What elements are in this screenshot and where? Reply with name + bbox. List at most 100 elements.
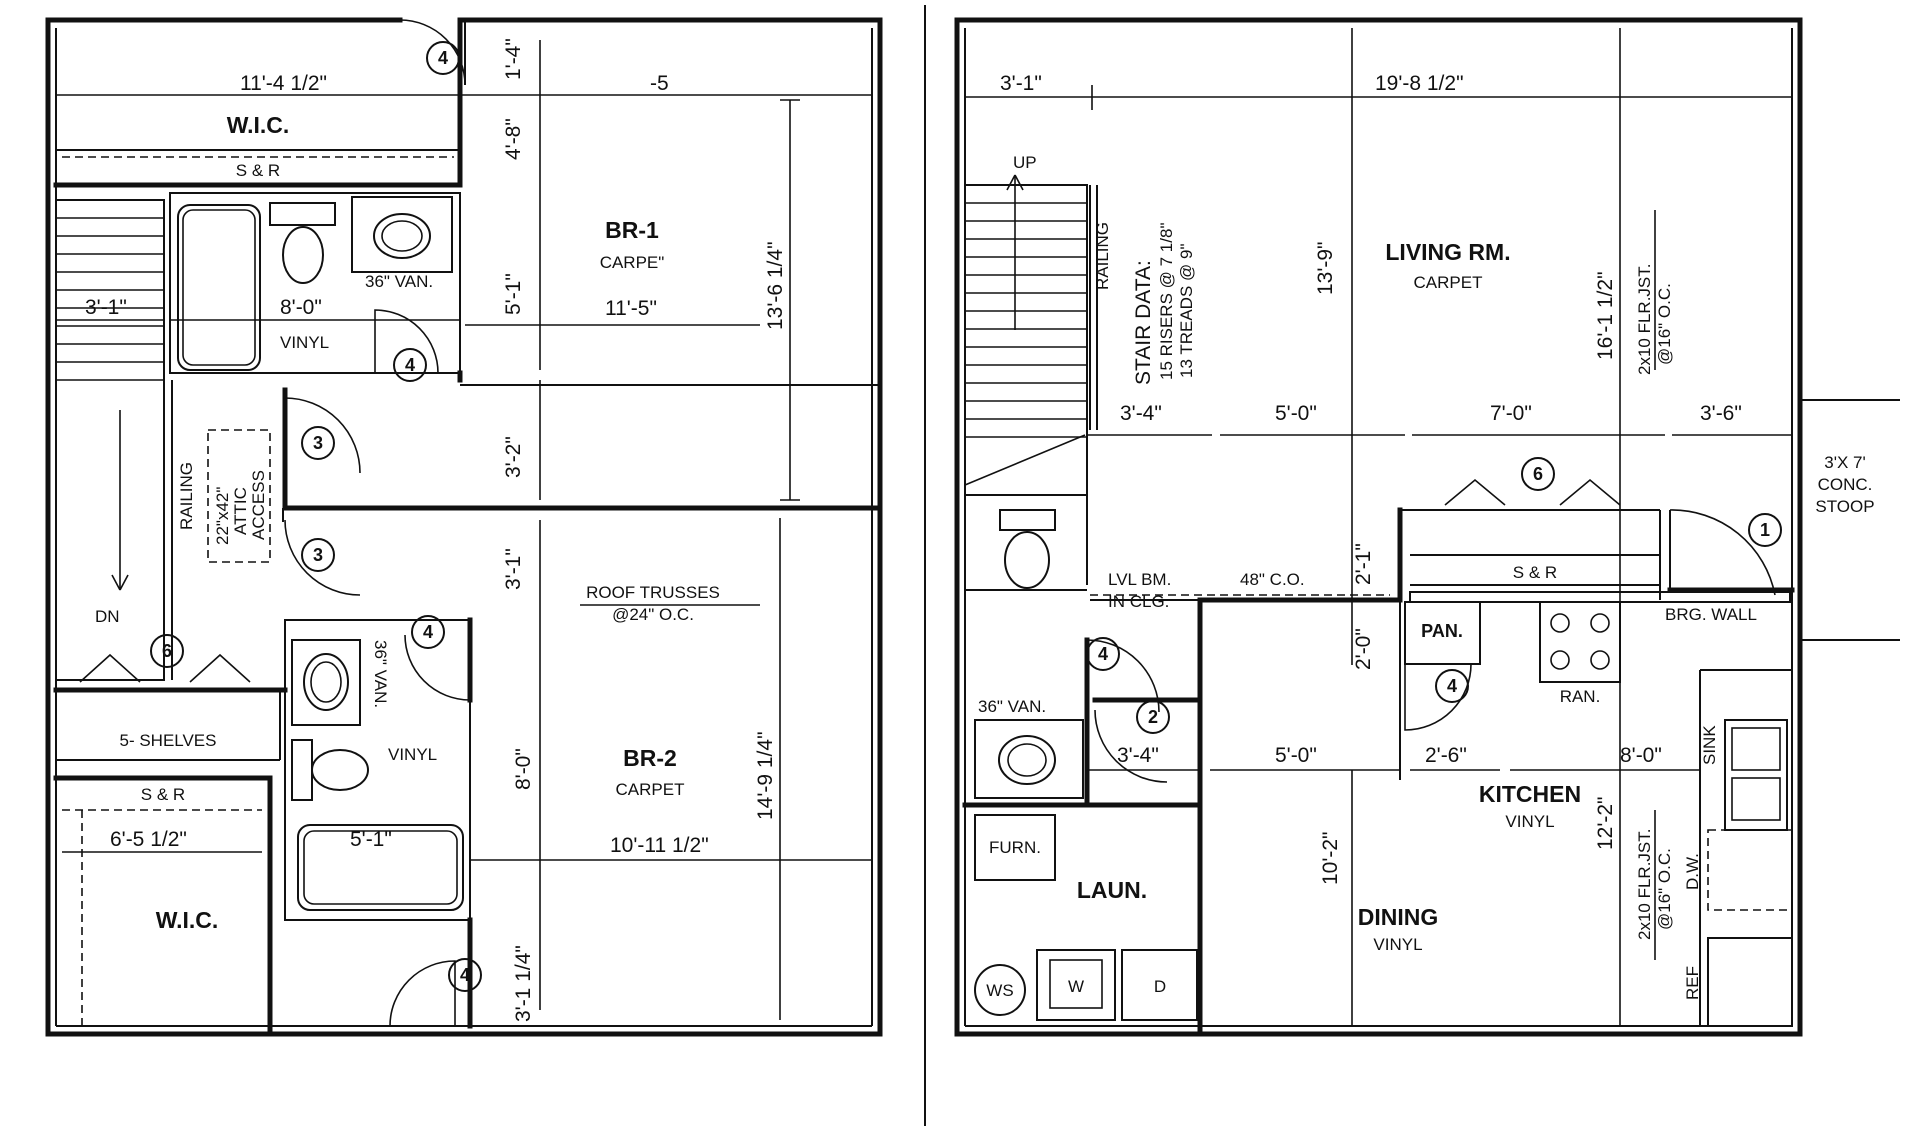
lower-dimension-lines — [965, 28, 1792, 1026]
dim-3-1: 3'-1" — [1000, 72, 1042, 95]
label-shelf-rod-top: S & R — [236, 161, 280, 180]
toilet-bowl-2 — [311, 749, 369, 791]
joist-spec-lower: 2x10 FLR.JST. — [1635, 829, 1654, 941]
dim-10-2: 10'-2" — [1319, 832, 1342, 886]
lower-laundry — [962, 597, 1203, 1037]
dryer — [1121, 949, 1198, 1021]
stoop-material: CONC. — [1818, 475, 1873, 494]
label-shelf-rod-bottom: S & R — [141, 785, 185, 804]
label-sink: SINK — [1700, 725, 1719, 765]
joist-spec-upper: 2x10 FLR.JST. — [1635, 264, 1654, 376]
br1-finish: CARPE" — [600, 253, 665, 272]
tag-4-lower-b: 4 — [1447, 676, 1457, 696]
dim-bath-8-0: 8'-0" — [280, 296, 322, 319]
label-range: RAN. — [1560, 687, 1601, 706]
br2-finish: CARPET — [616, 780, 685, 799]
toilet-bowl-1 — [282, 226, 324, 284]
dim-5-0-bottom: 5'-0" — [1275, 744, 1317, 767]
toilet-tank-2 — [291, 739, 313, 801]
attic-label: ATTIC — [231, 487, 250, 535]
label-lvl-beam: LVL BM. — [1108, 570, 1171, 589]
dim-4-8: 4'-8" — [502, 118, 525, 160]
attic-access — [207, 429, 271, 563]
dim-br2-8-0: 8'-0" — [512, 748, 535, 790]
upper-floor-labels: 11'-4 1/2" -5 W.I.C. S & R 1'-4" 4'-8" 5… — [85, 38, 787, 1022]
lower-powder-room — [965, 494, 1160, 803]
stair-treads: 13 TREADS @ 9" — [1177, 244, 1196, 378]
dim-13-9: 13'-9" — [1314, 242, 1337, 296]
dim-19-8: 19'-8 1/2" — [1375, 72, 1464, 95]
label-shelves: 5- SHELVES — [119, 731, 216, 750]
dishwasher — [1707, 829, 1793, 911]
stoop-label: STOOP — [1815, 497, 1874, 516]
attic-size: 22"x42" — [213, 487, 232, 545]
upper-floor-plan: 11'-4 1/2" -5 W.I.C. S & R 1'-4" 4'-8" 5… — [45, 17, 883, 1037]
dim-wic-width: 11'-4 1/2" — [240, 72, 327, 95]
dim-2-1: 2'-1" — [1352, 543, 1375, 585]
upper-door-tags: 4 4 3 3 6 4 4 — [150, 41, 482, 992]
dim-8-0: 8'-0" — [1620, 744, 1662, 767]
tag-4-d: 4 — [460, 965, 470, 985]
attic-access-label: ACCESS — [249, 470, 268, 540]
water-heater — [974, 964, 1026, 1016]
dim-14-9: 14'-9 1/4" — [754, 731, 777, 820]
furnace — [974, 814, 1056, 881]
bathtub-1 — [177, 204, 261, 371]
label-dishwasher: D.W. — [1683, 853, 1702, 890]
room-br2: BR-2 — [623, 745, 677, 771]
label-36-van: 36" VAN. — [365, 272, 433, 291]
label-railing-upper: RAILING — [177, 462, 196, 530]
tag-3-a: 3 — [313, 433, 323, 453]
tag-2: 2 — [1148, 707, 1158, 727]
toilet-tank-1 — [269, 202, 336, 226]
lower-floor-labels: 3'-1" 19'-8 1/2" UP RAILING STAIR DATA: … — [978, 72, 1875, 1000]
room-wic-top: W.I.C. — [227, 112, 290, 138]
dim-2-0: 2'-0" — [1352, 628, 1375, 670]
upper-bath-1 — [169, 192, 461, 374]
tag-4-c: 4 — [423, 622, 433, 642]
bearing-wall-hatch — [1409, 591, 1791, 603]
label-washer: W — [1068, 977, 1084, 996]
dim-hall-3-1: 3'-1" — [502, 548, 525, 590]
upper-linen-closet — [53, 653, 288, 761]
dim-3-4-bottom: 3'-4" — [1117, 744, 1159, 767]
living-finish: CARPET — [1414, 273, 1483, 292]
upper-wic-top — [53, 17, 466, 188]
label-36-van-b: 36" VAN. — [371, 640, 390, 708]
refrigerator — [1707, 937, 1793, 1027]
tag-4-a: 4 — [438, 48, 448, 68]
vanity-1 — [351, 196, 453, 273]
room-dining: DINING — [1358, 904, 1439, 930]
label-railing-lower: RAILING — [1093, 222, 1112, 290]
kitchen-finish: VINYL — [1505, 812, 1554, 831]
dim-6-5: 6'-5 1/2" — [110, 828, 187, 851]
room-living: LIVING RM. — [1385, 239, 1510, 265]
label-dryer: D — [1154, 977, 1166, 996]
tag-4-b: 4 — [405, 355, 415, 375]
label-roof-trusses: ROOF TRUSSES — [586, 583, 720, 602]
dim-3-4-top: 3'-4" — [1120, 402, 1162, 425]
room-wic-bottom: W.I.C. — [156, 907, 219, 933]
label-dn: DN — [95, 607, 120, 626]
dim-13-6: 13'-6 1/4" — [764, 241, 787, 330]
dim-7-0: 7'-0" — [1490, 402, 1532, 425]
stoop-size: 3'X 7' — [1824, 453, 1865, 472]
pantry — [1404, 601, 1481, 665]
label-water-heater: WS — [986, 981, 1013, 1000]
lower-partitions — [1090, 478, 1795, 1027]
upper-dimension-lines — [56, 40, 872, 1020]
bath2-finish: VINYL — [388, 745, 437, 764]
label-up: UP — [1013, 153, 1037, 172]
label-pantry: PAN. — [1421, 621, 1463, 641]
label-roof-spacing: @24" O.C. — [612, 605, 694, 624]
dim-16-1: 16'-1 1/2" — [1594, 271, 1617, 360]
room-br1: BR-1 — [605, 217, 659, 243]
kitchen-sink — [1724, 719, 1788, 831]
dining-finish: VINYL — [1373, 935, 1422, 954]
room-laundry: LAUN. — [1077, 877, 1147, 903]
lower-door-tags: 6 1 4 2 4 — [1086, 457, 1782, 734]
label-36-van-lower: 36" VAN. — [978, 697, 1046, 716]
room-kitchen: KITCHEN — [1479, 781, 1581, 807]
